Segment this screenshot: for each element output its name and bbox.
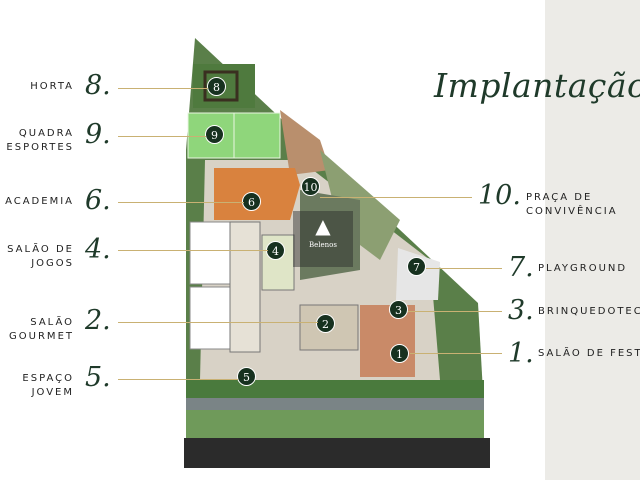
marker-2: 2 [316, 314, 335, 333]
label-line: QUADRA [18, 128, 74, 139]
street [184, 438, 490, 468]
label-line: ESPAÇO [22, 373, 74, 384]
label-line: PLAYGROUND [538, 263, 628, 274]
label-line: SALÃO [30, 317, 74, 328]
room-jogos [189, 221, 231, 285]
leader-line-5 [118, 379, 238, 380]
label-line: SALÃO DE [7, 244, 74, 255]
label-praca: PRAÇA DE CONVIVÊNCIA [526, 191, 618, 219]
marker-7: 7 [407, 257, 426, 276]
number-1: 1. [508, 338, 534, 369]
label-line: SALÃO DE FESTAS [538, 348, 640, 359]
developer-logo: ▲ Belenos [293, 211, 353, 267]
marker-4: 4 [266, 241, 285, 260]
label-line: ACADEMIA [5, 196, 74, 207]
label-festas: SALÃO DE FESTAS [538, 347, 640, 361]
leader-line-7 [426, 268, 502, 269]
label-jogos: SALÃO DE JOGOS [7, 243, 74, 271]
number-8: 8. [85, 70, 111, 101]
label-jovem: ESPAÇO JOVEM [22, 372, 74, 400]
label-quadra: QUADRA DE ESPORTES [0, 127, 74, 155]
label-line: PRAÇA DE [526, 192, 593, 203]
right-panel-background [545, 0, 640, 480]
page-title: Implantação [434, 66, 640, 105]
leader-line-9 [118, 136, 206, 137]
room-block [229, 221, 261, 353]
room-gourmet [189, 286, 231, 350]
leader-line-8 [118, 88, 208, 89]
marker-10: 10 [301, 177, 320, 196]
number-9: 9. [85, 119, 111, 150]
leader-line-10 [320, 197, 472, 198]
label-gourmet: SALÃO GOURMET [9, 316, 74, 344]
leader-line-1 [410, 353, 502, 354]
logo-text: Belenos [309, 241, 337, 249]
leader-line-2 [118, 322, 318, 323]
label-line: BRINQUEDOTECA [538, 306, 640, 317]
marker-1: 1 [390, 344, 409, 363]
lawn-strip [186, 410, 484, 438]
label-line: JOGOS [31, 258, 74, 269]
label-playground: PLAYGROUND [538, 262, 627, 276]
label-line: CONVIVÊNCIA [526, 206, 618, 217]
number-10: 10. [478, 180, 521, 211]
leader-line-4 [118, 250, 268, 251]
label-brinquedoteca: BRINQUEDOTECA [538, 305, 640, 319]
flower-bed [186, 398, 484, 410]
label-horta: HORTA [30, 80, 74, 94]
leader-line-6 [118, 202, 244, 203]
party-floor [360, 305, 415, 377]
leader-line-3 [408, 311, 502, 312]
label-line: JOVEM [31, 387, 74, 398]
number-2: 2. [85, 305, 111, 336]
terrace [280, 110, 330, 175]
label-line: DE ESPORTES [0, 142, 74, 153]
marker-3: 3 [389, 300, 408, 319]
marker-8: 8 [207, 77, 226, 96]
marker-5: 5 [237, 367, 256, 386]
logo-icon: ▲ [315, 214, 331, 238]
number-3: 3. [508, 295, 534, 326]
label-line: HORTA [30, 81, 74, 92]
number-5: 5. [85, 362, 111, 393]
label-line: GOURMET [9, 331, 74, 342]
number-4: 4. [85, 234, 111, 265]
marker-9: 9 [205, 125, 224, 144]
number-6: 6. [85, 185, 111, 216]
horta-frame [203, 70, 239, 102]
plaza-pavement [300, 190, 360, 280]
marker-6: 6 [242, 192, 261, 211]
label-academia: ACADEMIA [5, 195, 74, 209]
number-7: 7. [508, 252, 534, 283]
